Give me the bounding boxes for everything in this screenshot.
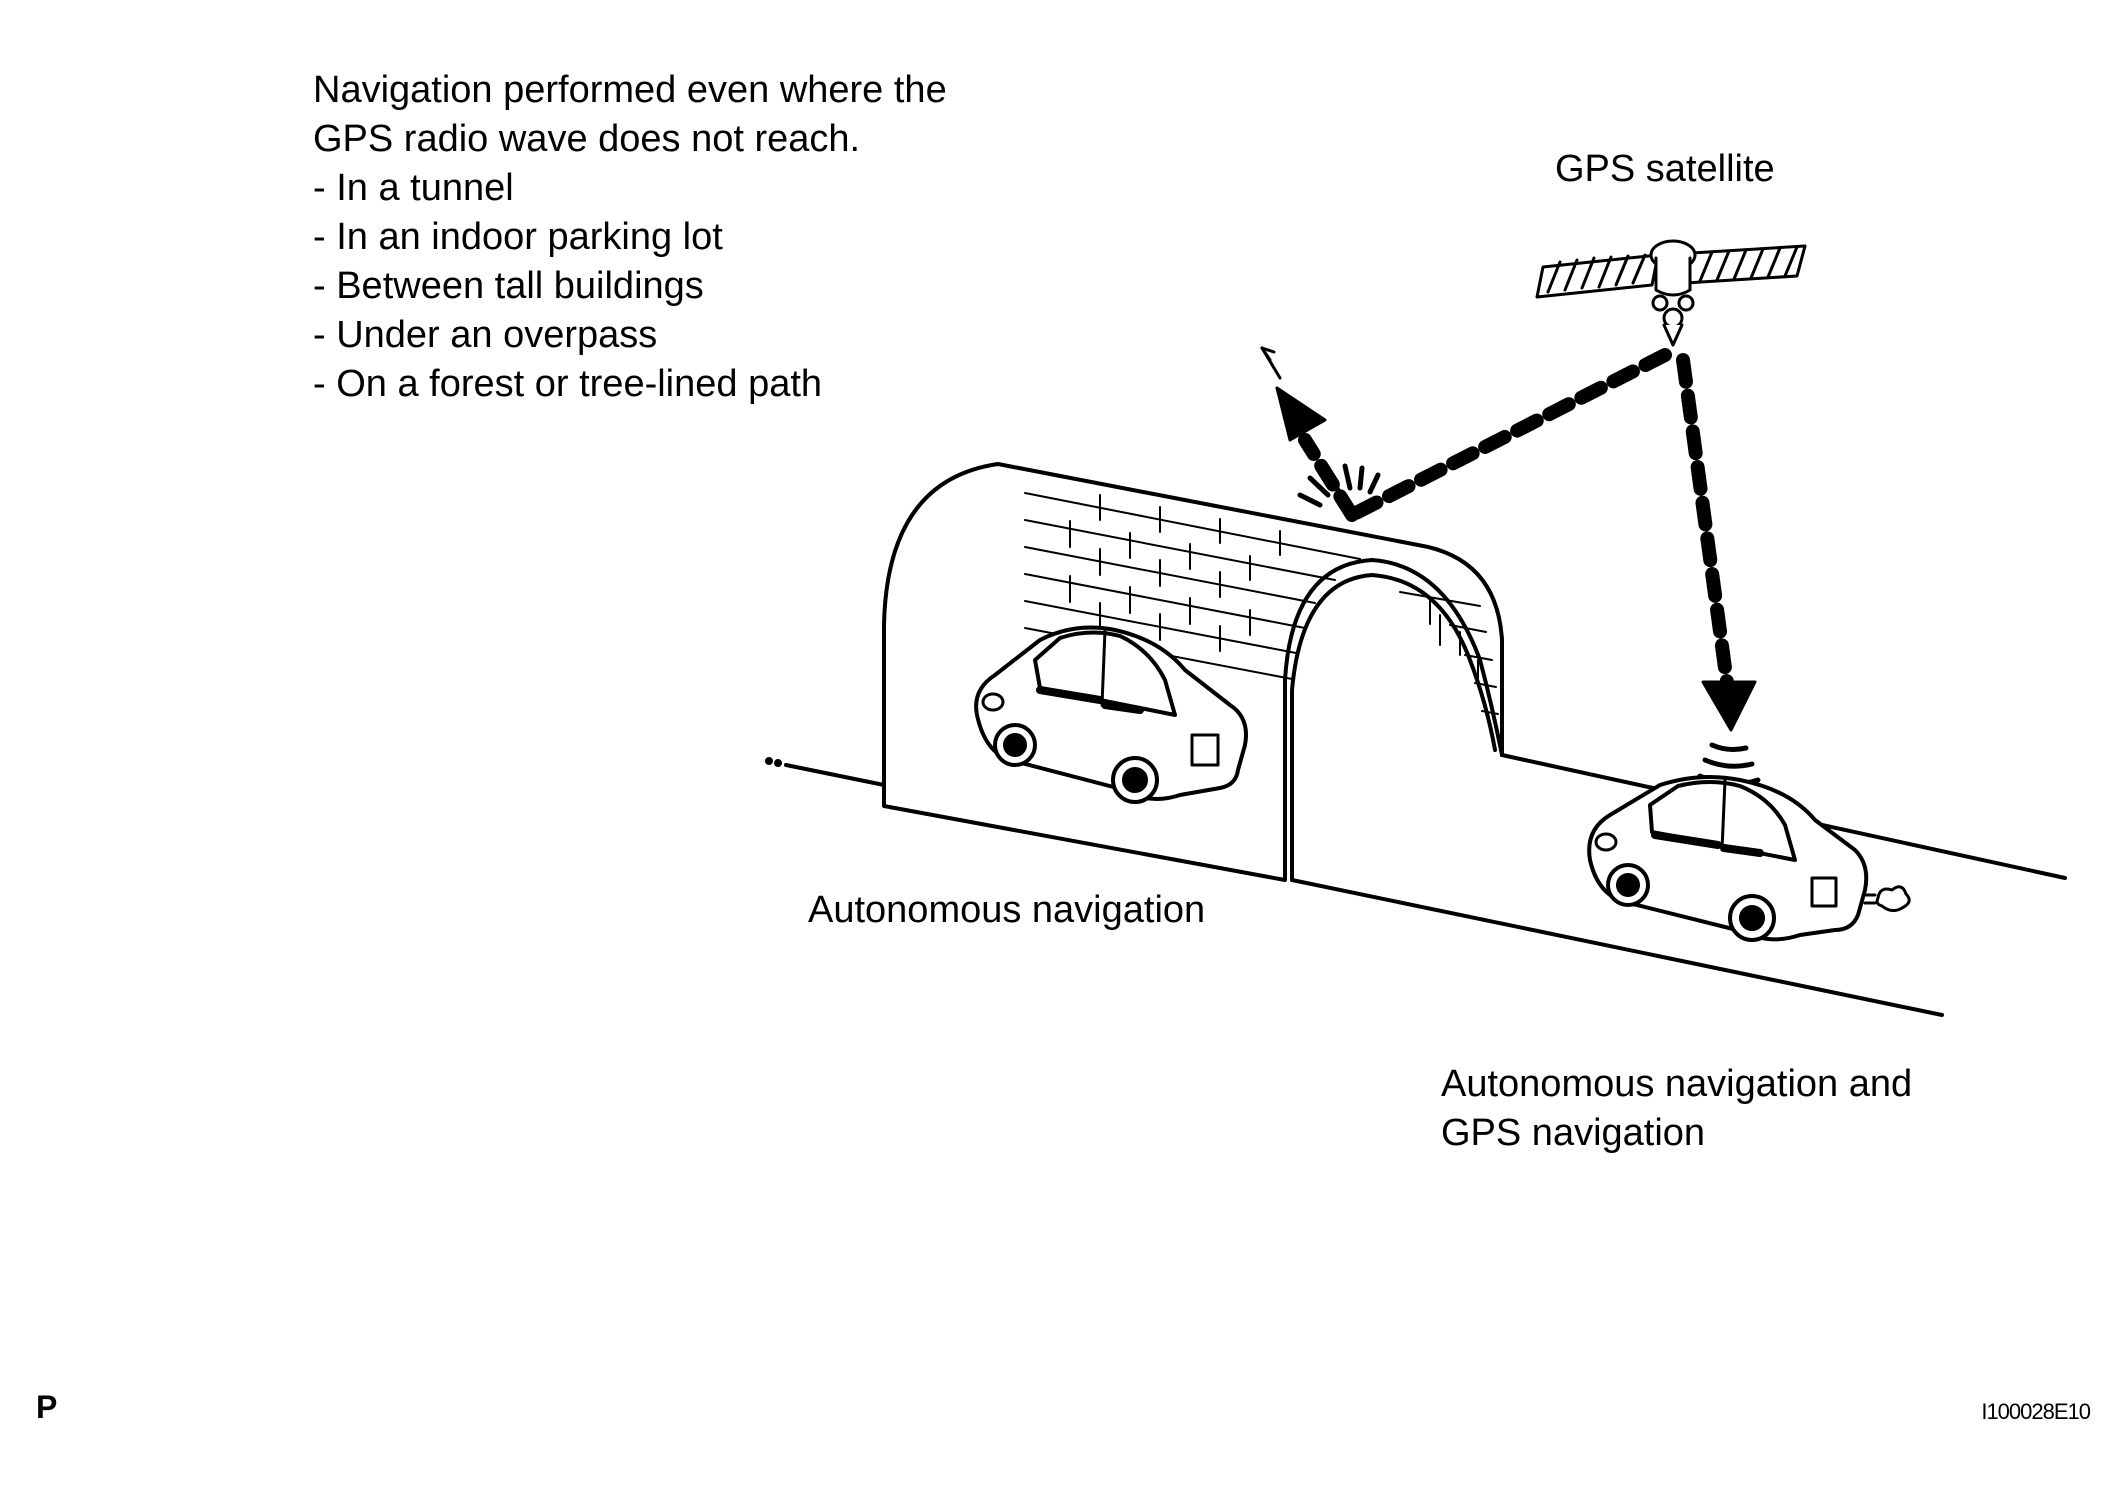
intro-line: - On a forest or tree-lined path [313, 363, 823, 405]
page-letter: P [36, 1389, 58, 1425]
intro-line: - In an indoor parking lot [313, 216, 723, 258]
gps-satellite-icon [1535, 239, 1807, 347]
label-line: Autonomous navigation and [1441, 1063, 1913, 1105]
intro-line: - In a tunnel [313, 167, 514, 209]
intro-line: - Under an overpass [313, 314, 658, 356]
intro-text-block: Navigation performed even where the GPS … [313, 66, 947, 409]
intro-line: Navigation performed even where the [313, 69, 947, 111]
car-in-tunnel-icon [974, 625, 1248, 804]
autonomous-navigation-label: Autonomous navigation [808, 889, 1206, 931]
gps-satellite-label: GPS satellite [1555, 148, 1775, 190]
figure-id: I100028E10 [1981, 1399, 2091, 1424]
blocked-signal-path [1298, 348, 1672, 522]
intro-line: GPS radio wave does not reach. [313, 118, 861, 160]
label-line: GPS navigation [1441, 1112, 1706, 1154]
down-arrow-icon [1701, 680, 1757, 732]
autonomous-and-gps-label: Autonomous navigation and GPS navigation [1441, 1060, 1912, 1158]
reflected-arrow-icon [1275, 386, 1327, 442]
gps-signal-path [1676, 353, 1735, 697]
intro-line: - Between tall buildings [313, 265, 704, 307]
car-on-road-icon [1587, 774, 1911, 942]
impact-burst-icon [1297, 463, 1381, 508]
reflected-arrow-tip [1260, 346, 1282, 380]
tunnel-icon [882, 462, 1504, 882]
